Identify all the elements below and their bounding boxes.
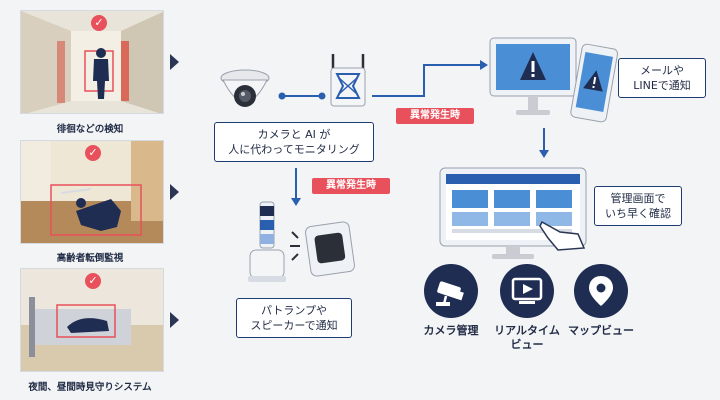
hand-pointer-icon xyxy=(539,220,586,251)
patlamp-label-line2: スピーカーで通知 xyxy=(250,319,338,332)
patrol-lamp-icon xyxy=(248,201,286,282)
notify-mail-label-line2: LINEで通知 xyxy=(633,79,691,92)
feature-label: カメラ管理 xyxy=(423,324,479,337)
thumbnail-caption: 高齢者転倒監視 xyxy=(56,253,124,264)
alert-monitor-icon xyxy=(489,37,577,115)
dashboard-label-line2: いち早く確認 xyxy=(605,207,671,220)
router-icon xyxy=(330,54,366,107)
feature-label: マップビュー xyxy=(568,324,634,337)
thumbnail-wandering: ✓ xyxy=(20,10,164,114)
camera-ai-label-line1: カメラと AI が xyxy=(257,128,331,141)
camera-ai-box: カメラと AI が 人に代わってモニタリング xyxy=(214,122,374,162)
map-view-icon xyxy=(574,264,628,318)
thumbnail-fall: ✓ xyxy=(20,140,164,244)
pointer-arrow-icon xyxy=(170,312,179,328)
feature-label: リアルタイム ビュー xyxy=(494,324,560,351)
camera-management-icon xyxy=(424,264,478,318)
camera-ai-label-line2: 人に代わってモニタリング xyxy=(228,143,360,156)
notify-mail-label-line1: メールや xyxy=(640,64,684,77)
patlamp-label-line1: パトランプや xyxy=(261,304,327,317)
pointer-arrow-icon xyxy=(170,184,179,200)
pointer-arrow-icon xyxy=(170,54,179,70)
dashboard-box: 管理画面で いち早く確認 xyxy=(594,186,682,226)
thumbnail-caption: 徘徊などの検知 xyxy=(56,124,124,135)
speaker-icon xyxy=(290,221,355,277)
check-badge-icon: ✓ xyxy=(91,15,107,31)
notify-mail-box: メールや LINEで通知 xyxy=(618,58,706,98)
check-badge-icon: ✓ xyxy=(85,273,101,289)
thumbnail-night-watch: ✓ xyxy=(20,268,164,372)
alert-tag: 異常発生時 xyxy=(396,108,474,124)
smartphone-alert-icon xyxy=(570,43,619,123)
thumbnail-caption: 夜間、昼間時見守りシステム xyxy=(28,382,152,393)
check-badge-icon: ✓ xyxy=(85,145,101,161)
realtime-view-icon xyxy=(500,264,554,318)
dashboard-label-line1: 管理画面で xyxy=(610,192,666,205)
alert-tag: 異常発生時 xyxy=(312,178,390,194)
dome-camera-icon xyxy=(220,69,270,107)
patlamp-box: パトランプや スピーカーで通知 xyxy=(236,298,352,338)
